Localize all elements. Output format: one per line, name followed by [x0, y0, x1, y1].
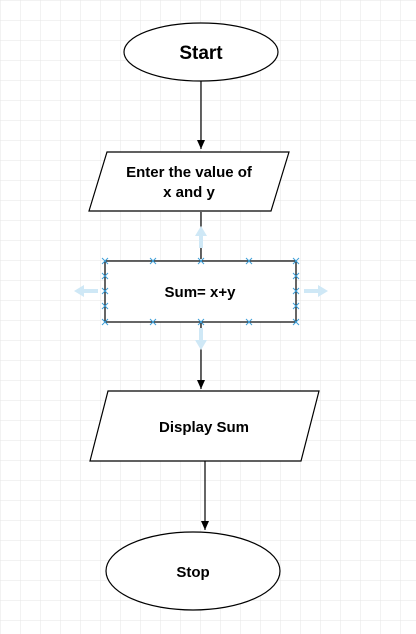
selection-handle-icon[interactable] — [149, 318, 157, 326]
process-node[interactable]: Sum= x+y — [104, 260, 297, 323]
input-label-line2: x and y — [163, 184, 215, 201]
selection-handle-icon[interactable] — [197, 318, 205, 326]
selection-handle-icon[interactable] — [197, 257, 205, 265]
selection-handle-icon[interactable] — [292, 318, 300, 326]
input-node[interactable]: Enter the value of x and y — [88, 151, 290, 212]
output-node[interactable]: Display Sum — [89, 390, 320, 462]
hover-arrow-left-icon[interactable] — [74, 285, 98, 297]
start-node[interactable]: Start — [123, 22, 279, 82]
selection-handle-icon[interactable] — [245, 257, 253, 265]
stop-node[interactable]: Stop — [105, 531, 281, 611]
selection-handle-icon[interactable] — [292, 272, 300, 280]
hover-arrow-down-icon[interactable] — [195, 328, 207, 350]
selection-handle-icon[interactable] — [101, 318, 109, 326]
selection-handle-icon[interactable] — [101, 257, 109, 265]
stop-label: Stop — [176, 564, 209, 581]
hover-arrows — [74, 226, 328, 350]
selection-handle-icon[interactable] — [245, 318, 253, 326]
selection-handle-icon[interactable] — [292, 257, 300, 265]
output-label: Display Sum — [159, 419, 249, 436]
selection-handle-icon[interactable] — [149, 257, 157, 265]
selection-handle-icon[interactable] — [101, 272, 109, 280]
selection-handle-icon[interactable] — [101, 302, 109, 310]
hover-arrow-up-icon[interactable] — [195, 226, 207, 248]
start-label: Start — [179, 43, 223, 64]
input-label-line1: Enter the value of — [126, 164, 253, 181]
selection-handle-icon[interactable] — [292, 302, 300, 310]
selection-handle-icon[interactable] — [101, 287, 109, 295]
hover-arrow-right-icon[interactable] — [304, 285, 328, 297]
selection-handles — [101, 257, 300, 326]
selection-handle-icon[interactable] — [292, 287, 300, 295]
process-label: Sum= x+y — [165, 284, 237, 301]
